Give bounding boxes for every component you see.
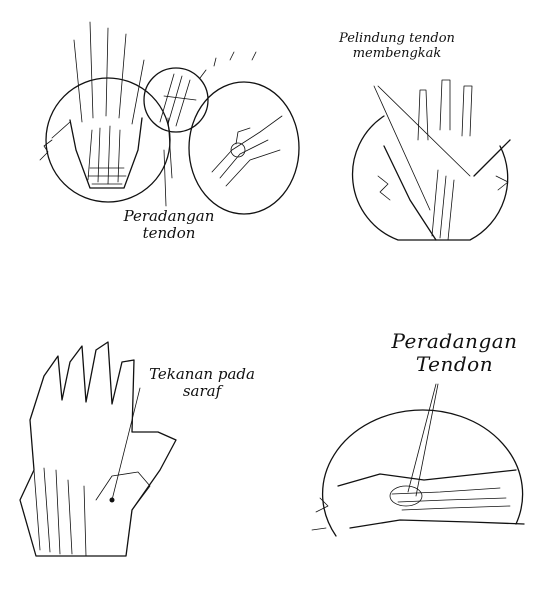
pointer-1 — [374, 86, 430, 210]
zoom-tendons-large — [212, 116, 282, 186]
sheath-circle-arc — [353, 116, 508, 240]
swelling-marks — [378, 176, 508, 200]
pointer-tendon-1 — [408, 384, 436, 492]
label-tendon-sheath-swelling: Pelindung tendon membengkak — [312, 32, 482, 62]
label-tendon-inflammation-bottom: Peradangan Tendon — [372, 330, 537, 376]
pointer-label-a — [164, 150, 166, 206]
nerve-point — [110, 498, 115, 503]
panel-tendon-sheath — [353, 80, 510, 240]
inflamed-spot — [231, 143, 245, 157]
zoom-circle-small — [144, 68, 208, 132]
thenar-area — [96, 472, 150, 510]
pointer-small — [168, 118, 172, 178]
swelling-marks-right — [200, 52, 256, 78]
hand-fingers — [52, 22, 144, 138]
pointer-nerve — [112, 388, 140, 500]
label-tendon-inflammation-top: Peradangan tendon — [114, 208, 224, 243]
wrist-outline — [384, 140, 510, 240]
wrist-band — [88, 168, 126, 184]
zoom-circle-large — [189, 82, 299, 214]
panel-hand-tendon-inflammation — [40, 22, 299, 214]
palm-shading — [34, 468, 86, 556]
hand-palm — [70, 118, 142, 188]
finger-outlines — [418, 80, 472, 140]
tendon-lines — [432, 170, 454, 240]
forearm-outline — [338, 470, 524, 528]
panel-elbow-tendon — [312, 384, 524, 536]
label-nerve-pressure: Tekanan pada saraf — [132, 366, 272, 401]
tendon-fibres — [392, 488, 510, 510]
hand-tendons — [88, 126, 120, 184]
